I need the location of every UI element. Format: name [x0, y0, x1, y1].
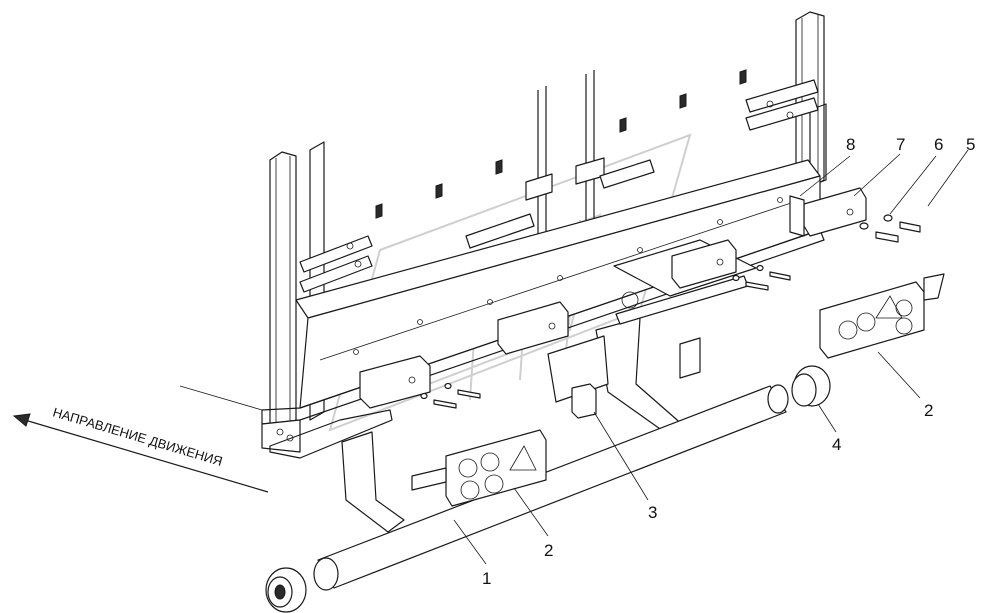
rear-lamp-left — [411, 429, 547, 507]
direction-label: НАПРАВЛЕНИЕ ДВИЖЕНИЯ — [51, 404, 224, 468]
callout-1: 1 — [482, 569, 491, 588]
callout-7: 7 — [896, 135, 905, 154]
callout-2-right: 2 — [924, 401, 933, 420]
callout-4: 4 — [832, 435, 841, 454]
bolts-and-washers — [420, 214, 921, 409]
callout-3: 3 — [648, 503, 657, 522]
callout-8: 8 — [846, 135, 855, 154]
end-caps — [265, 365, 831, 613]
callout-2-left: 2 — [544, 541, 553, 560]
rear-cross-beam — [261, 159, 825, 459]
callout-6: 6 — [934, 135, 943, 154]
underrun-tube — [313, 384, 789, 591]
leader-lines — [453, 149, 969, 565]
direction-arrow — [12, 413, 269, 493]
buffer-blocks — [359, 187, 867, 409]
direction-guide-line — [179, 385, 263, 411]
reflector-block — [571, 383, 597, 419]
callout-5: 5 — [966, 135, 975, 154]
rear-lamp-right — [819, 273, 945, 359]
